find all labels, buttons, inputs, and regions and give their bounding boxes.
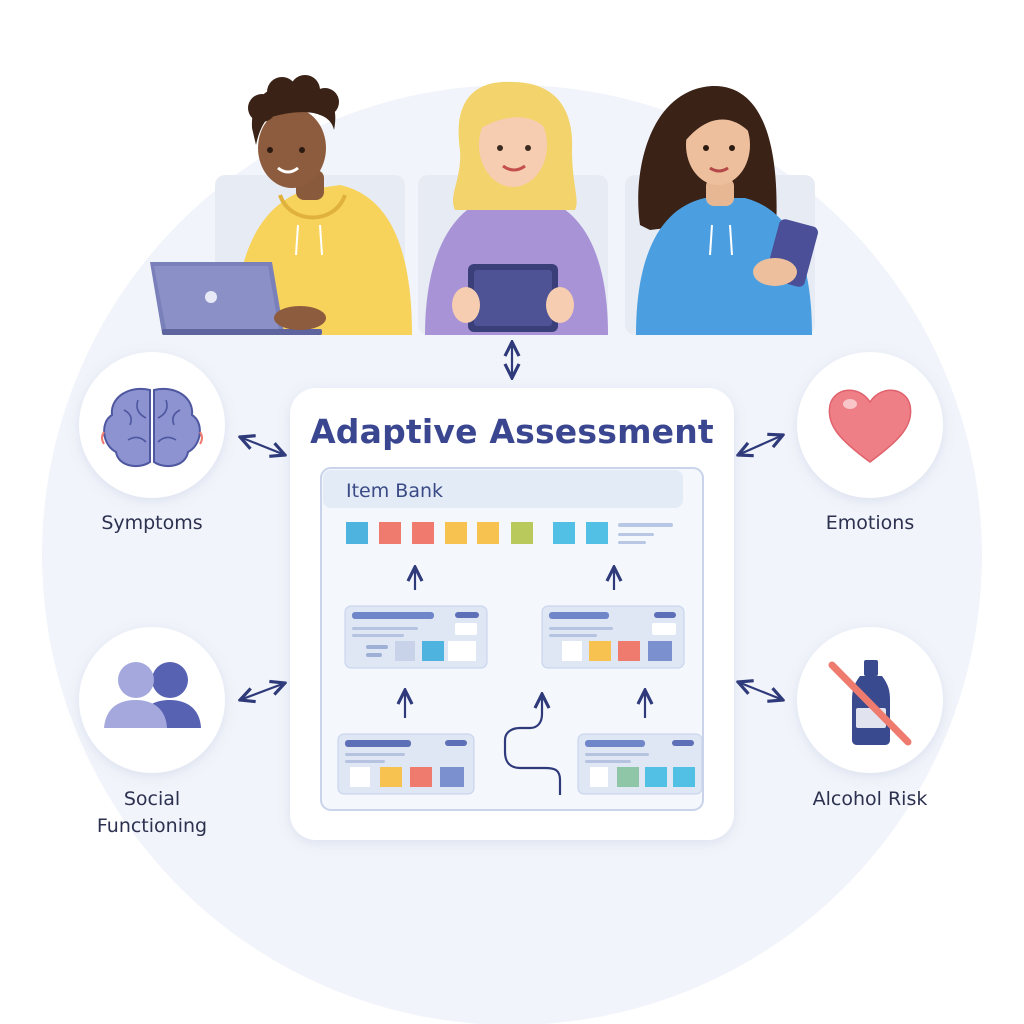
flow-arrows: [405, 567, 645, 795]
item-square: [346, 522, 368, 544]
connector-arrows: [240, 342, 783, 700]
domain-label-alcohol: Alcohol Risk: [812, 788, 928, 810]
domain-social: [79, 627, 225, 773]
item-square: [412, 522, 434, 544]
item-bank-panel: [320, 467, 704, 811]
user-tablet: [418, 81, 608, 335]
domain-emotions: [797, 352, 943, 498]
arrow-symptoms: [240, 437, 285, 455]
assessment-title: Adaptive Assessment: [310, 412, 714, 451]
arrow-social: [240, 683, 285, 700]
item-squares: [346, 522, 608, 544]
domain-label-social: Social Functioning: [96, 788, 208, 837]
no-alcohol-bottle-icon: [828, 660, 912, 746]
item-square: [553, 522, 575, 544]
brain-icon: [101, 387, 203, 468]
item-square: [586, 522, 608, 544]
user-laptop: [150, 75, 412, 335]
item-bank-header: [323, 470, 683, 508]
item-square: [445, 522, 467, 544]
people-icon: [104, 662, 201, 728]
domain-symptoms: [79, 352, 225, 498]
item-card-2: [541, 605, 685, 669]
user-phone: [625, 85, 818, 335]
domain-alcohol: [797, 627, 943, 773]
item-card-3: [337, 733, 475, 795]
domain-label-symptoms: Symptoms: [101, 512, 203, 534]
item-card-4: [577, 733, 703, 795]
item-square: [477, 522, 499, 544]
item-card-1: [344, 605, 488, 669]
item-bank-label: Item Bank: [346, 480, 444, 502]
domain-label-emotions: Emotions: [825, 512, 915, 534]
item-square: [511, 522, 533, 544]
item-square: [379, 522, 401, 544]
arrow-alcohol: [738, 682, 783, 700]
arrow-emotions: [738, 435, 783, 455]
